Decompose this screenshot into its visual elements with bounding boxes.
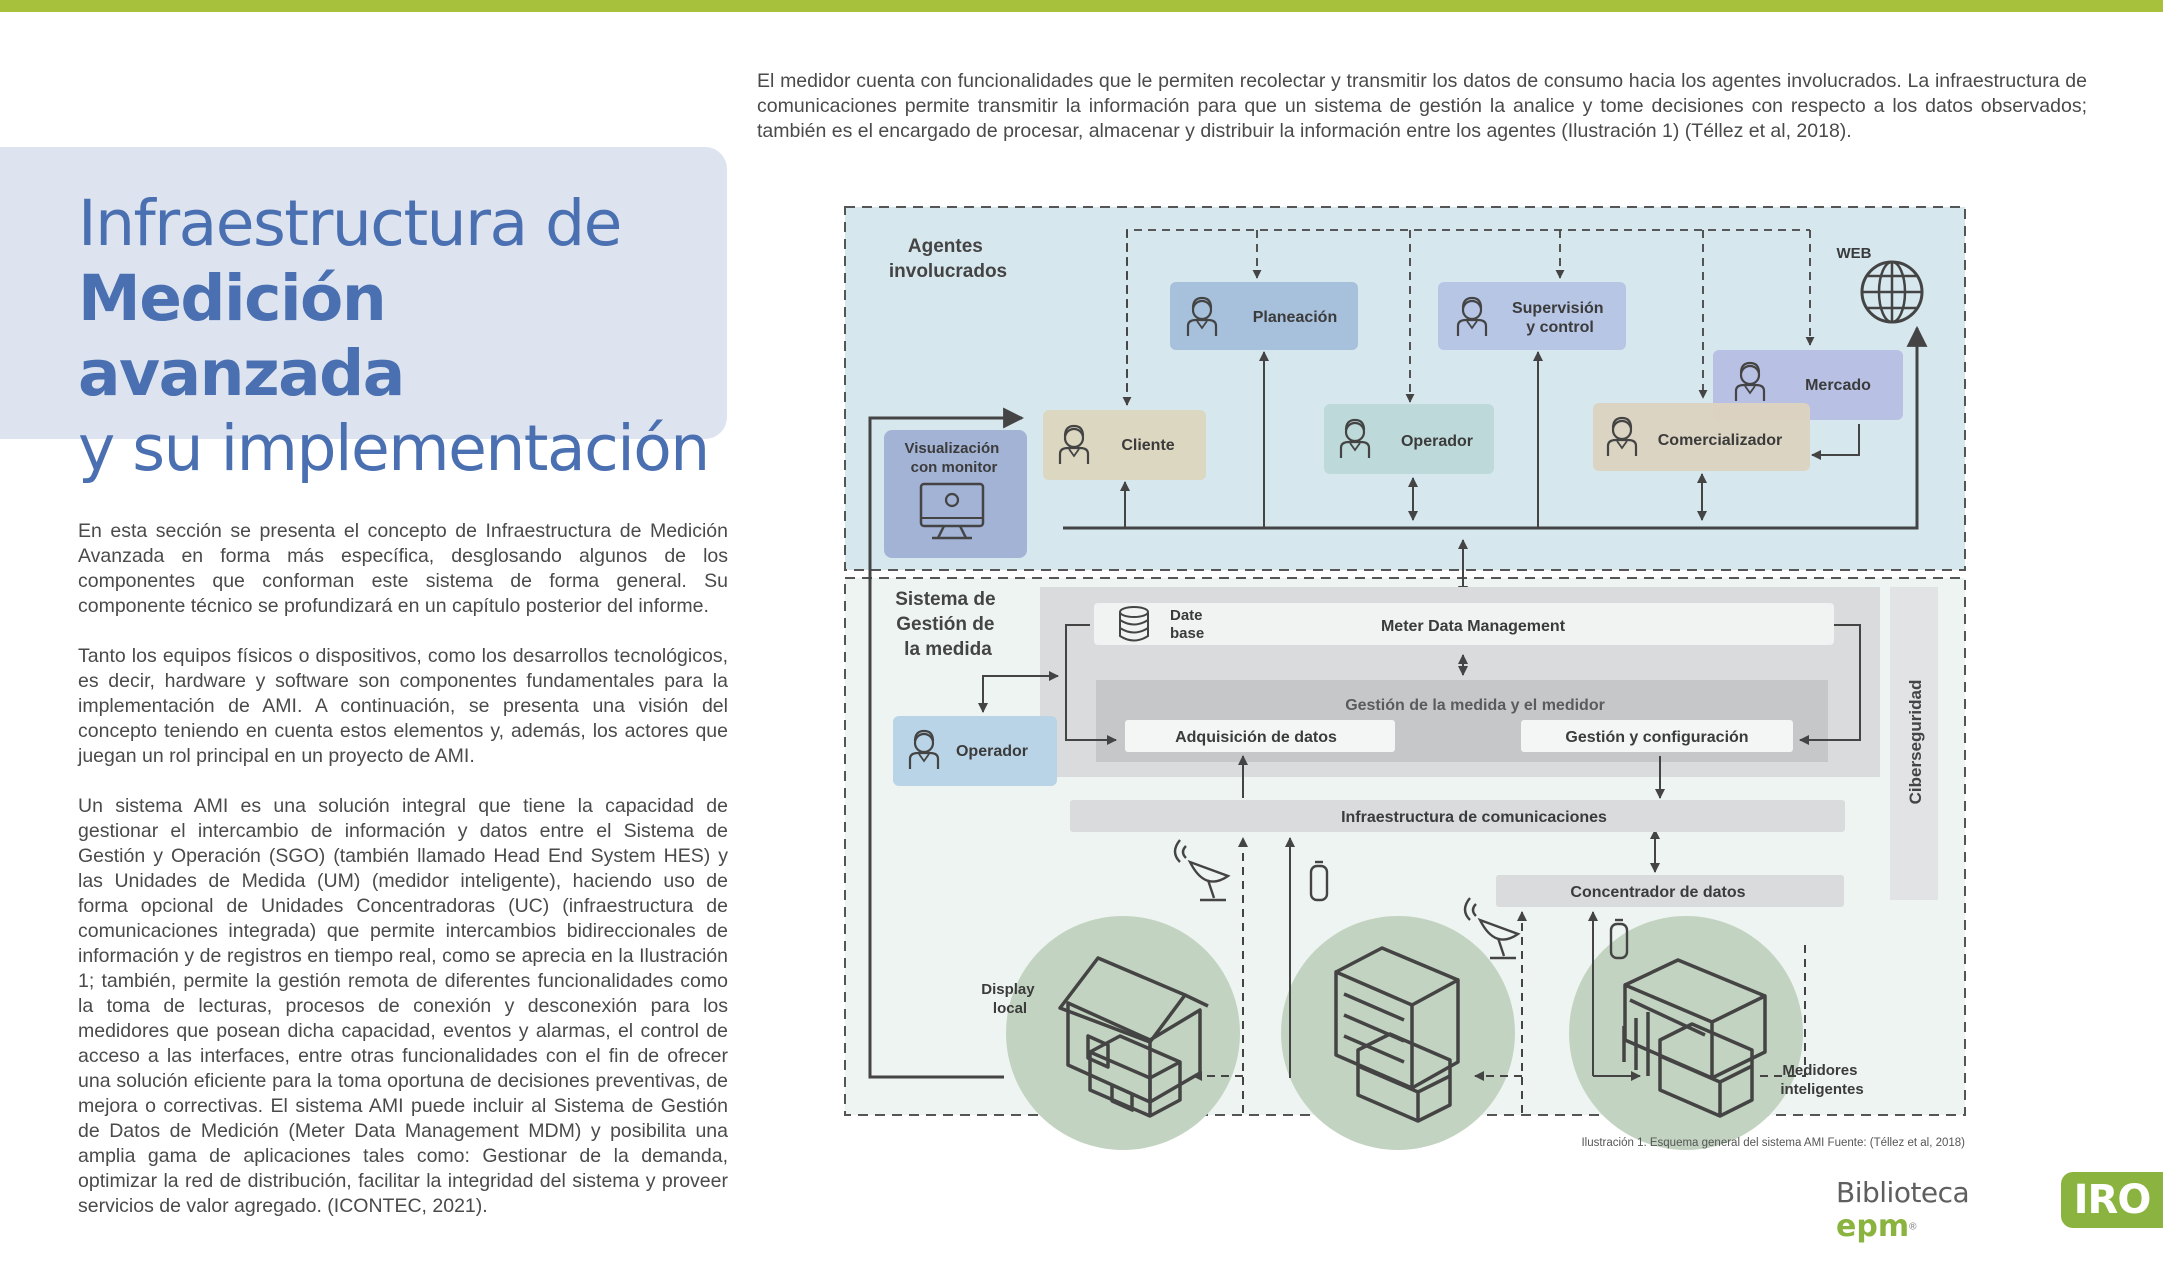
agents-bus [868, 325, 1928, 1079]
satellite-dish-icon [1173, 839, 1231, 902]
ciberseguridad-bar [1890, 587, 1938, 900]
mercado-node: Mercado [1713, 350, 1903, 420]
comercializador-label: Comercializador [1658, 432, 1782, 449]
planeacion-node: Planeación [1170, 282, 1358, 350]
display-local-label: Display local [981, 981, 1039, 1017]
database-label: Date base [1170, 607, 1207, 642]
page-title: Infraestructura de Medición avanzada y s… [78, 186, 718, 486]
iro-badge: IRO [2061, 1172, 2163, 1228]
device-links [1192, 837, 1806, 1113]
smart-meter-icon [1309, 860, 1329, 902]
infra-com-label: Infraestructura de comunicaciones [1341, 809, 1607, 826]
database-icon [1119, 606, 1149, 642]
brand-registered: ® [1909, 1221, 1917, 1233]
supervision-label: Supervisión y control [1512, 300, 1608, 336]
house-icon [1058, 956, 1209, 1118]
gestion-config-label: Gestión y configuración [1565, 729, 1748, 746]
title-line-3: y su implementación [78, 412, 710, 485]
brand-biblioteca: Biblioteca [1836, 1176, 1970, 1209]
ciberseguridad-label: Ciberseguridad [1906, 680, 1925, 805]
adquisicion-box [1125, 720, 1395, 752]
cliente-node: Cliente [1043, 410, 1206, 480]
figure-caption: Ilustración 1. Esquema general del siste… [1581, 1137, 1965, 1149]
intro-paragraph: El medidor cuenta con funcionalidades qu… [757, 70, 2087, 142]
body-paragraph-1: En esta sección se presenta el concepto … [78, 520, 728, 617]
operador-top-label: Operador [1401, 433, 1473, 450]
title-panel [0, 147, 727, 439]
body-paragraph-3: Un sistema AMI es una solución integral … [78, 795, 728, 1217]
visualizacion-node: Visualización con monitor [884, 430, 1027, 558]
comercializador-node: Comercializador [1593, 403, 1810, 471]
infra-com-bar [1070, 800, 1845, 832]
monitor-icon [919, 482, 985, 540]
supervision-node: Supervisión y control [1438, 282, 1626, 350]
gestion-config-box [1521, 720, 1793, 752]
concentrador-bar [1496, 875, 1844, 907]
mercado-label: Mercado [1805, 377, 1871, 394]
title-line-2: Medición avanzada [78, 262, 405, 410]
medidores-label: Medidores inteligentes [1780, 1062, 1863, 1098]
title-line-1: Infraestructura de [78, 187, 622, 260]
distribution-lines [1122, 229, 1815, 406]
visualizacion-label: Visualización con monitor [905, 440, 1004, 476]
biblioteca-epm-logo: Biblioteca epm® [1836, 1176, 2036, 1244]
cliente-label: Cliente [1121, 437, 1174, 454]
agents-region [844, 206, 1966, 571]
body-paragraph-2: Tanto los equipos físicos o dispositivos… [78, 645, 728, 767]
globe-icon: WEB [1837, 245, 1924, 324]
mdm-label: Meter Data Management [1381, 618, 1566, 635]
adquisicion-label: Adquisición de datos [1175, 729, 1337, 746]
top-accent-bar [0, 0, 2163, 12]
body-text: En esta sección se presenta el concepto … [78, 519, 728, 1244]
home-circle-3 [1569, 916, 1803, 1150]
planeacion-label: Planeación [1253, 309, 1337, 326]
factory-icon [1622, 958, 1767, 1118]
operador-top-node: Operador [1324, 404, 1494, 474]
home-circle-2 [1281, 916, 1515, 1150]
web-label: WEB [1837, 245, 1872, 262]
brand-epm: epm [1836, 1209, 1910, 1244]
operador-mid-node: Operador [893, 716, 1057, 786]
smart-meter-icon-2 [1609, 918, 1629, 960]
concentrador-label: Concentrador de datos [1570, 884, 1745, 901]
operador-mid-label: Operador [956, 743, 1028, 760]
sgm-arrows [978, 624, 1861, 873]
sgm-title: Sistema de Gestión de la medida [895, 589, 1001, 660]
mdm-bar [1094, 603, 1834, 645]
satellite-dish-icon-2 [1463, 897, 1521, 960]
agents-title: Agentes involucrados [889, 236, 1007, 282]
building-icon [1334, 946, 1460, 1123]
gestion-medida-label: Gestión de la medida y el medidor [1345, 697, 1605, 714]
